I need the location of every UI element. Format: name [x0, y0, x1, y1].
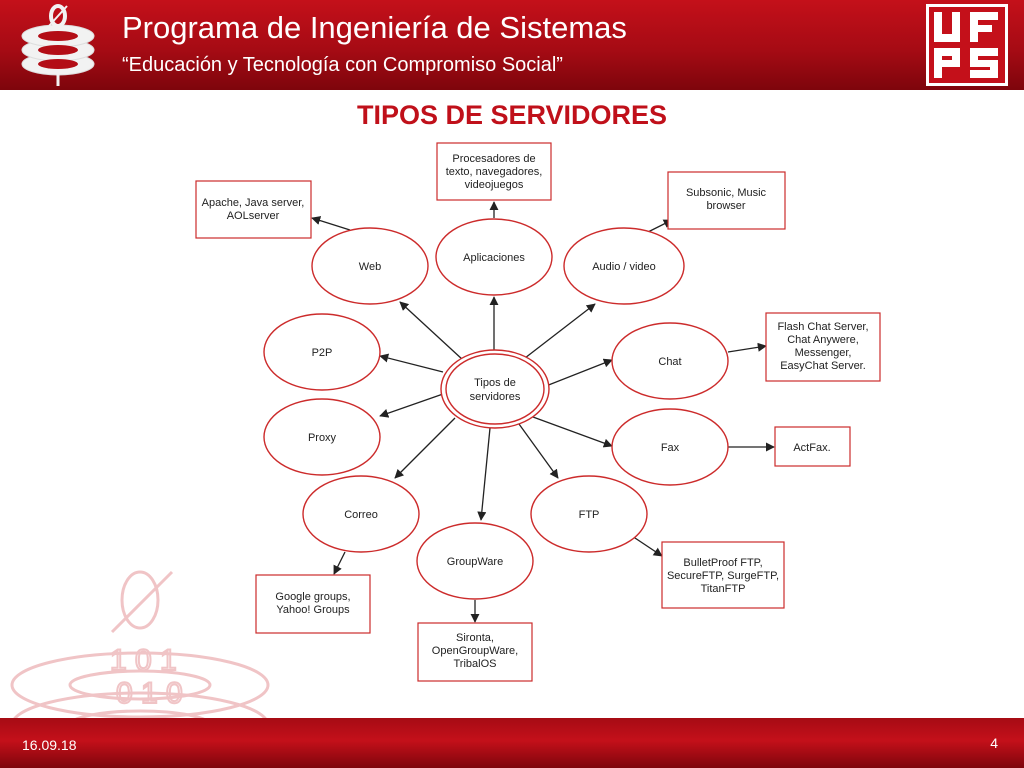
aplicaciones-examples-line1: Procesadores de: [452, 153, 535, 165]
node-groupware: [416, 522, 534, 600]
chat-examples-line2: Chat Anywere,: [787, 334, 859, 346]
node-chat: [611, 322, 729, 400]
node-correo: [302, 475, 420, 553]
node-aplicaciones-label: Aplicaciones: [463, 252, 525, 264]
node-web: [311, 227, 429, 305]
correo-examples-line1: Google groups,: [275, 591, 350, 603]
correo-examples-line2: Yahoo! Groups: [276, 604, 350, 616]
program-title: Programa de Ingeniería de Sistemas: [122, 10, 627, 45]
chat-examples-box: [765, 312, 881, 382]
center-label-line1: Tipos de: [474, 377, 516, 389]
chat-examples-line4: EasyChat Server.: [780, 360, 866, 372]
web-examples-line1: Apache, Java server,: [202, 197, 305, 209]
node-fax: [611, 408, 729, 486]
node-p2p-label: P2P: [312, 347, 333, 359]
ftp-examples-line1: BulletProof FTP,: [683, 557, 762, 569]
svg-text:1 0 1: 1 0 1: [110, 644, 177, 677]
node-correo-label: Correo: [344, 509, 378, 521]
aplicaciones-examples-line3: videojuegos: [465, 179, 524, 191]
node-audio-label: Audio / video: [592, 261, 656, 273]
node-proxy-label: Proxy: [308, 432, 337, 444]
chat-examples-line1: Flash Chat Server,: [777, 321, 868, 333]
node-p2p: [263, 313, 381, 391]
footer-bar: 16.09.18 4: [0, 718, 1024, 768]
ftp-examples-box: [661, 541, 785, 609]
center-label-line2: servidores: [470, 391, 521, 403]
groupware-examples-box: [417, 622, 533, 682]
aplicaciones-examples-line2: texto, navegadores,: [446, 166, 543, 178]
web-examples-line2: AOLserver: [227, 210, 280, 222]
web-examples-box: [195, 180, 312, 239]
program-subtitle: “Educación y Tecnología con Compromiso S…: [122, 54, 563, 76]
groupware-examples-line3: TribalOS: [454, 658, 497, 670]
ftp-examples-line3: TitanFTP: [701, 583, 746, 595]
fax-examples-line1: ActFax.: [793, 442, 830, 454]
node-web-label: Web: [359, 261, 381, 273]
ftp-examples-line2: SecureFTP, SurgeFTP,: [667, 570, 779, 582]
slide-title: TIPOS DE SERVIDORES: [356, 100, 668, 130]
fax-examples-box: [774, 426, 851, 467]
node-ftp-label: FTP: [579, 509, 600, 521]
node-fax-label: Fax: [661, 442, 680, 454]
node-chat-label: Chat: [658, 356, 681, 368]
audio-examples-box: [667, 171, 786, 230]
audio-examples-line1: Subsonic, Music: [686, 187, 767, 199]
header-bar: Programa de Ingeniería de Sistemas “Educ…: [0, 0, 1024, 90]
binary-disc-watermark-icon: 1 0 1 0 1 0: [10, 570, 270, 759]
footer-date: 16.09.18: [22, 737, 77, 753]
binary-disc-logo-icon: [21, 4, 95, 86]
audio-examples-line2: browser: [706, 200, 745, 212]
svg-text:0 1 0: 0 1 0: [116, 677, 183, 710]
page-number: 4: [990, 735, 998, 751]
node-groupware-label: GroupWare: [447, 556, 503, 568]
groupware-examples-line1: Sironta,: [456, 632, 494, 644]
correo-examples-box: [255, 574, 371, 634]
aplicaciones-examples-box: [436, 142, 552, 201]
ufps-logo-icon: [926, 4, 1008, 86]
node-audio: [563, 227, 685, 305]
groupware-examples-line2: OpenGroupWare,: [432, 645, 518, 657]
node-ftp: [530, 475, 648, 553]
chat-examples-line3: Messenger,: [795, 347, 852, 359]
node-proxy: [263, 398, 381, 476]
node-aplicaciones: [435, 218, 553, 296]
